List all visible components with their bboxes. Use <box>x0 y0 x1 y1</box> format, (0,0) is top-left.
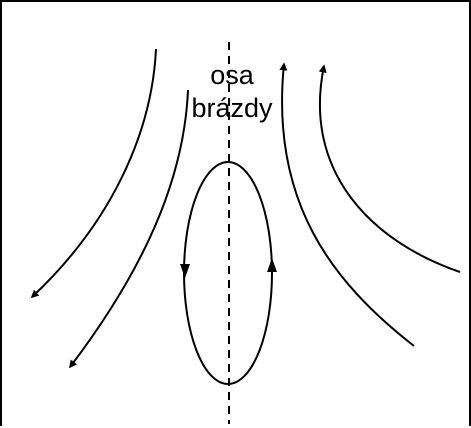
right-inner-flow-arrow <box>279 62 415 347</box>
left-outer-flow-arrow <box>30 48 157 299</box>
left-inner-flow-arrow <box>69 89 189 369</box>
loop-down-arrowhead <box>180 264 190 278</box>
axis-label-line2: brázdy <box>191 93 273 123</box>
loop-up-arrowhead <box>267 258 277 272</box>
right-outer-flow-arrow <box>318 64 461 273</box>
axis-label-line1: osa <box>210 60 254 90</box>
